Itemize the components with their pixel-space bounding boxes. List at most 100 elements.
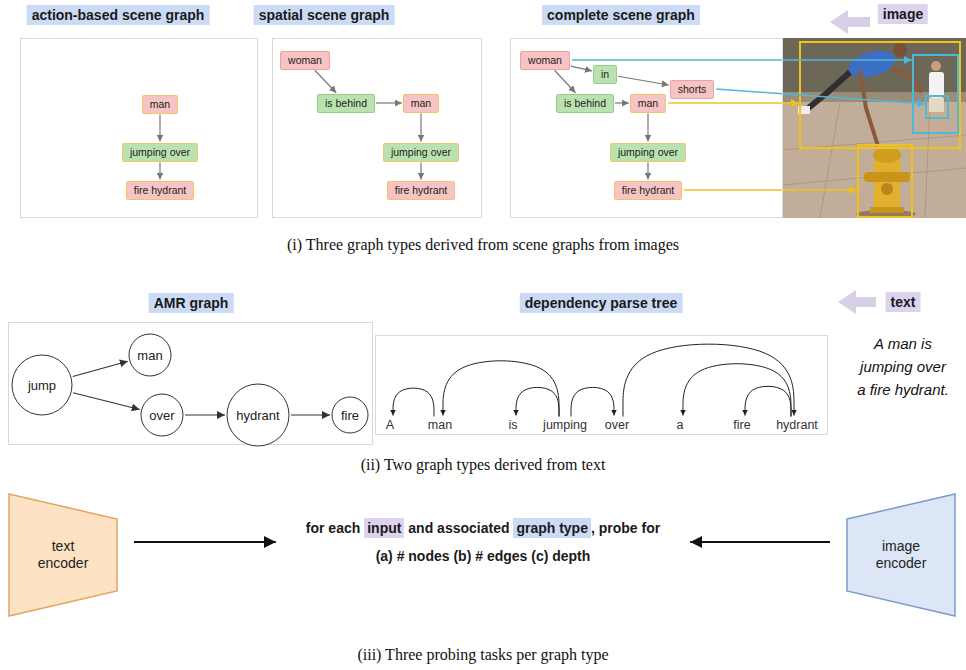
panel-heading: AMR graph — [149, 293, 234, 313]
relation-arrow — [420, 163, 421, 180]
amr-node: man — [128, 333, 172, 377]
token-node: hydrant — [774, 418, 820, 433]
node-label: man — [137, 348, 162, 363]
pavement — [783, 38, 966, 218]
relation-arrow — [647, 163, 648, 180]
dependency-arc — [571, 387, 614, 416]
amr-arrow — [185, 414, 225, 415]
encoder-label: text encoder — [28, 538, 98, 572]
scene-graph-node: fire hydrant — [126, 181, 195, 200]
relation-arrow — [420, 114, 421, 142]
grounding-line — [716, 89, 925, 104]
scene-graph-node: fire hydrant — [387, 181, 456, 200]
probe-description: for eachinputand associatedgraph type, p… — [306, 514, 660, 570]
circle-shape — [129, 334, 171, 376]
grounding-line — [668, 102, 799, 104]
amr-node: fire — [331, 396, 369, 434]
token-label: man — [428, 418, 452, 432]
node-label: is behind — [325, 97, 367, 109]
graph-panel: complete scene graphwomaninshortsis behi… — [510, 38, 783, 218]
relation-arrow — [159, 163, 160, 180]
panel-heading: text — [886, 292, 921, 312]
node-label: fire hydrant — [622, 184, 675, 196]
text-line: (a) # nodes (b) # edges (c) depth — [306, 542, 660, 570]
background-trees — [783, 38, 966, 100]
probe-text: for each — [306, 519, 360, 537]
node-label: man — [638, 97, 658, 109]
subfigure-caption: (iii) Three probing tasks per graph type — [357, 646, 608, 664]
node-label: man — [150, 98, 170, 110]
hydrant-figure — [856, 147, 916, 218]
node-label: shorts — [678, 83, 707, 95]
token-label: A — [386, 418, 394, 432]
graph-panel: AMR graphjumpmanoverhydrantfire — [8, 322, 373, 445]
encoder-block: image encoder — [846, 493, 956, 617]
node-label: fire hydrant — [134, 184, 187, 196]
dependency-arc — [443, 361, 559, 417]
encoder-label: image encoder — [866, 538, 936, 572]
panel-heading: spatial scene graph — [254, 5, 395, 25]
amr-arrow — [73, 393, 140, 410]
amr-node: hydrant — [226, 383, 290, 447]
scene-graph-node: woman — [280, 51, 330, 70]
token-node: man — [426, 418, 454, 433]
dependency-arc — [683, 364, 791, 417]
node-label: jump — [28, 378, 56, 393]
encoder-block: text encoder — [8, 493, 118, 617]
graph-panel: action-based scene graphmanjumping overf… — [20, 38, 258, 218]
relation-arrow — [647, 114, 648, 142]
panel-heading: dependency parse tree — [520, 293, 683, 313]
token-label: jumping — [543, 418, 587, 432]
dependency-arc — [393, 388, 434, 416]
amr-arrow — [73, 361, 128, 376]
subfigure-caption: (i) Three graph types derived from scene… — [287, 236, 679, 254]
encoder-arrow — [690, 541, 830, 543]
scene-graph-node: jumping over — [610, 143, 686, 162]
grounding-line — [684, 189, 857, 191]
highlighted-term: input — [364, 518, 404, 538]
circle-shape — [12, 355, 72, 415]
scene-graph-node: shorts — [670, 80, 715, 99]
node-label: fire hydrant — [395, 184, 448, 196]
token-node: is — [506, 418, 519, 433]
amr-node: jump — [11, 354, 73, 416]
relation-arrow — [555, 70, 576, 93]
scene-graph-node: jumping over — [122, 143, 198, 162]
token-node: a — [675, 418, 686, 433]
token-label: is — [508, 418, 517, 432]
dependency-arc — [623, 344, 794, 416]
bounding-box — [800, 42, 960, 148]
derive-arrow — [838, 290, 876, 314]
highlighted-term: graph type — [513, 518, 591, 538]
probe-text: , probe for — [591, 519, 660, 537]
circle-shape — [332, 397, 368, 433]
encoder-arrow — [134, 541, 276, 543]
scene-graph-node: jumping over — [383, 143, 459, 162]
scene-graph-node: man — [403, 94, 439, 113]
node-label: hydrant — [236, 408, 279, 423]
scene-graph-node: is behind — [556, 94, 614, 113]
token-label: hydrant — [776, 418, 818, 432]
bounding-box — [858, 145, 912, 217]
amr-node: over — [140, 393, 184, 437]
panel-heading: image — [878, 4, 928, 24]
scene-graph-node: man — [142, 95, 178, 114]
graph-panel: spatial scene graphwomanis behindmanjump… — [272, 38, 482, 218]
relation-arrow — [618, 76, 669, 85]
token-node: jumping — [541, 418, 589, 433]
relation-arrow — [571, 66, 592, 71]
scene-graph-node: man — [630, 94, 666, 113]
token-label: a — [677, 418, 684, 432]
circle-shape — [227, 384, 289, 446]
relation-arrow — [376, 102, 402, 103]
scene-graph-node: woman — [520, 51, 570, 70]
node-label: woman — [528, 54, 562, 66]
bounding-box — [913, 55, 958, 133]
photo — [783, 38, 966, 218]
node-label: woman — [288, 54, 322, 66]
panel-heading: action-based scene graph — [27, 5, 210, 25]
node-label: over — [149, 408, 174, 423]
node-label: is behind — [564, 97, 606, 109]
